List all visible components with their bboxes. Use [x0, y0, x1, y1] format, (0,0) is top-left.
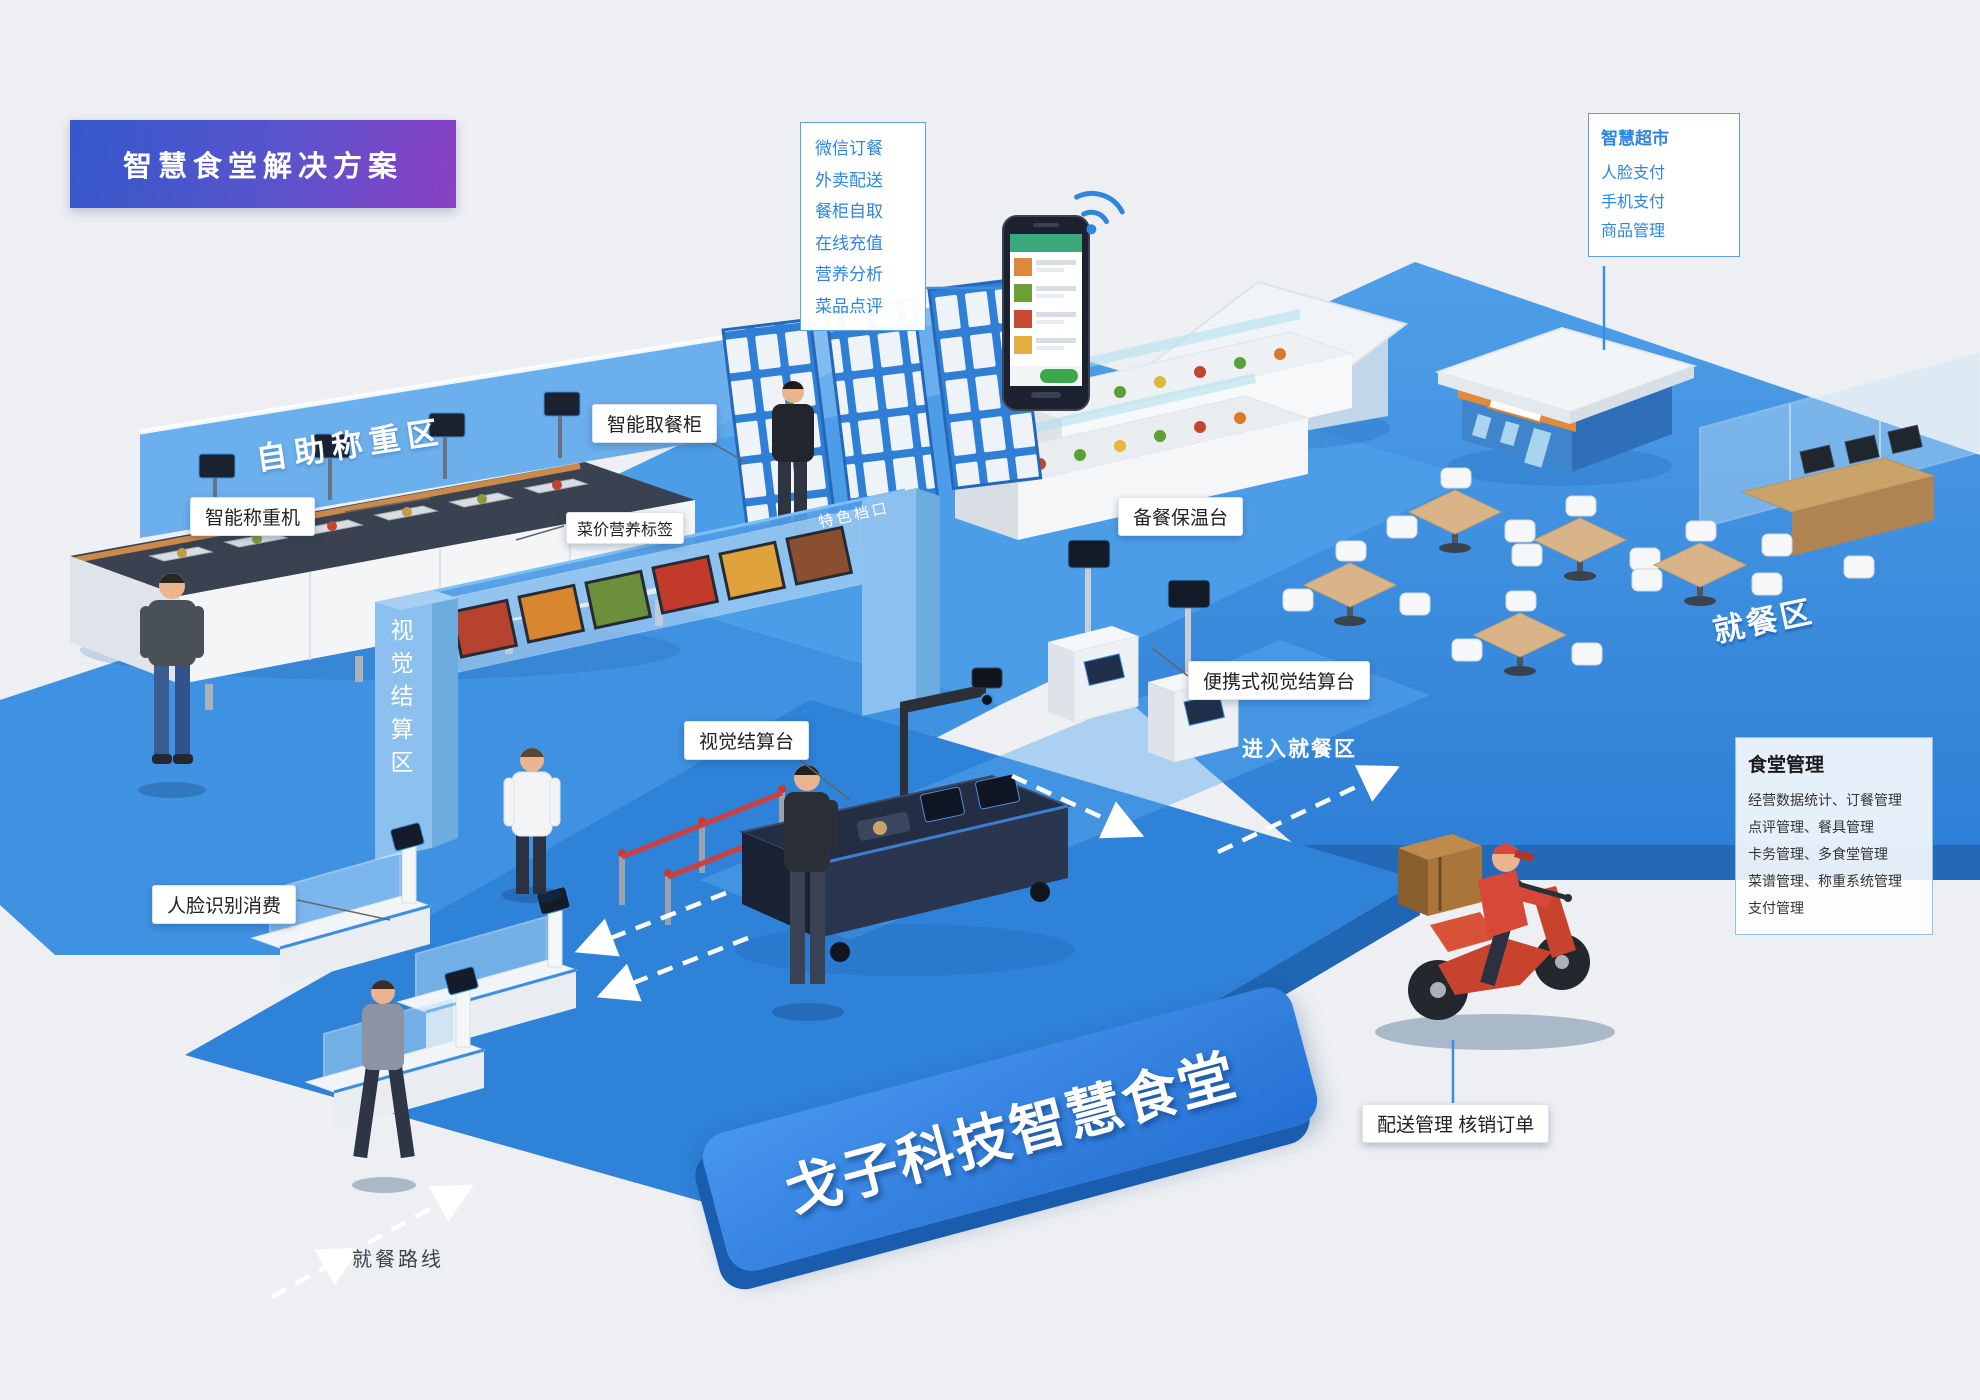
phone-illustration	[1002, 190, 1125, 411]
label-vision-checkout-zone: 视觉结算区	[387, 618, 413, 783]
phone-feature-item: 在线充值	[815, 233, 883, 253]
smart-scale-displays	[198, 391, 581, 520]
label-enter-dining-area: 进入就餐区	[1242, 738, 1357, 761]
route-arrow	[270, 1247, 360, 1299]
phone-feature-item: 餐柜自取	[815, 202, 883, 221]
phone-feature-item: 外卖配送	[815, 170, 883, 190]
route-arrow	[1217, 765, 1401, 855]
route-arrow	[366, 1184, 474, 1245]
person-at-counter	[138, 573, 206, 798]
delivery-scooter	[1375, 834, 1615, 1050]
supermarket-building	[1434, 326, 1698, 486]
label-vision-checkout-table: 视觉结算台	[684, 721, 810, 760]
smart-market-callout: 智慧超市 人脸支付 手机支付 商品管理	[1588, 113, 1740, 257]
canteen-mgmt-item: 经营数据统计、订餐管理	[1748, 792, 1902, 808]
label-portable-vision-checkout: 便携式视觉结算台	[1188, 661, 1371, 700]
wifi-icon	[1074, 190, 1125, 235]
buffet-warm-counter	[953, 309, 1354, 540]
label-smart-scale: 智能称重机	[190, 497, 316, 536]
label-buffet-warm-table: 备餐保温台	[1118, 497, 1244, 536]
label-dining-route: 就餐路线	[352, 1249, 444, 1271]
label-face-recognition-pay: 人脸识别消费	[152, 885, 297, 924]
delivery-box	[1398, 834, 1482, 916]
food-trays	[148, 478, 589, 562]
title-banner: 智慧食堂解决方案	[70, 120, 456, 208]
canteen-mgmt-title: 食堂管理	[1748, 755, 1825, 776]
route-arrow	[1011, 773, 1145, 839]
menu-photos	[450, 525, 854, 659]
canteen-mgmt-callout: 食堂管理 经营数据统计、订餐管理 点评管理、餐具管理 卡务管理、多食堂管理 菜谱…	[1735, 737, 1933, 935]
phone-feature-item: 菜品点评	[815, 296, 883, 316]
canteen-mgmt-item: 菜谱管理、称重系统管理	[1748, 873, 1902, 889]
smart-market-item: 人脸支付	[1601, 165, 1666, 182]
callout-connectors	[926, 266, 1606, 1103]
label-nutrition-tag: 菜价营养标签	[566, 512, 685, 544]
workstation-desk	[1740, 424, 1936, 579]
delivery-rider	[1478, 844, 1552, 986]
phone-feature-callout: 微信订餐 外卖配送 餐柜自取 在线充值 营养分析 菜品点评	[800, 122, 926, 331]
label-delivery-mgmt: 配送管理 核销订单	[1362, 1104, 1550, 1143]
smart-market-item: 商品管理	[1601, 223, 1666, 240]
canteen-mgmt-item: 卡务管理、多食堂管理	[1748, 846, 1888, 862]
phone-feature-item: 微信订餐	[815, 139, 883, 158]
smart-market-item: 手机支付	[1601, 194, 1666, 211]
label-smart-pickup-cabinet: 智能取餐柜	[592, 404, 718, 443]
stall-structure	[374, 488, 940, 860]
person-white-shirt	[502, 748, 562, 903]
portable-checkout-units	[1048, 539, 1239, 763]
route-arrows	[270, 765, 1401, 1299]
person-walking	[352, 980, 416, 1193]
person-at-checkout	[772, 765, 844, 1021]
canteen-mgmt-item: 点评管理、餐具管理	[1748, 819, 1874, 835]
smart-market-title: 智慧超市	[1601, 129, 1669, 148]
phone-feature-item: 营养分析	[815, 265, 883, 284]
dining-tables	[1282, 467, 1783, 676]
canteen-mgmt-item: 支付管理	[1748, 900, 1804, 916]
